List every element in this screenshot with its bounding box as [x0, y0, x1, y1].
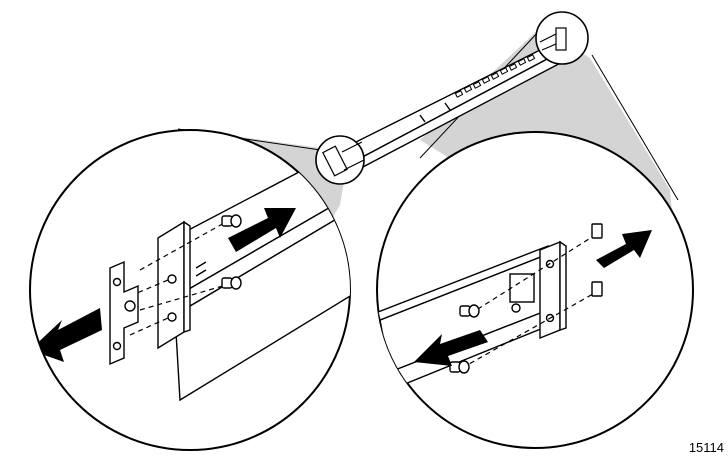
figure-number: 15114: [688, 440, 724, 455]
alignment-pin: [221, 276, 242, 290]
alignment-pin: [449, 360, 470, 374]
rear-bracket: [539, 240, 561, 340]
adapter-plate: [109, 260, 139, 366]
right-detail-view: [376, 131, 694, 449]
arrow-right-icon: [228, 208, 296, 252]
rail-slots: [454, 54, 536, 98]
arrow-left-icon: [414, 330, 488, 366]
alignment-pin: [221, 214, 242, 228]
arrow-left-icon: [30, 308, 102, 362]
arrow-right-icon: [596, 230, 652, 268]
alignment-pin: [459, 304, 480, 318]
left-detail-view: [29, 129, 351, 451]
